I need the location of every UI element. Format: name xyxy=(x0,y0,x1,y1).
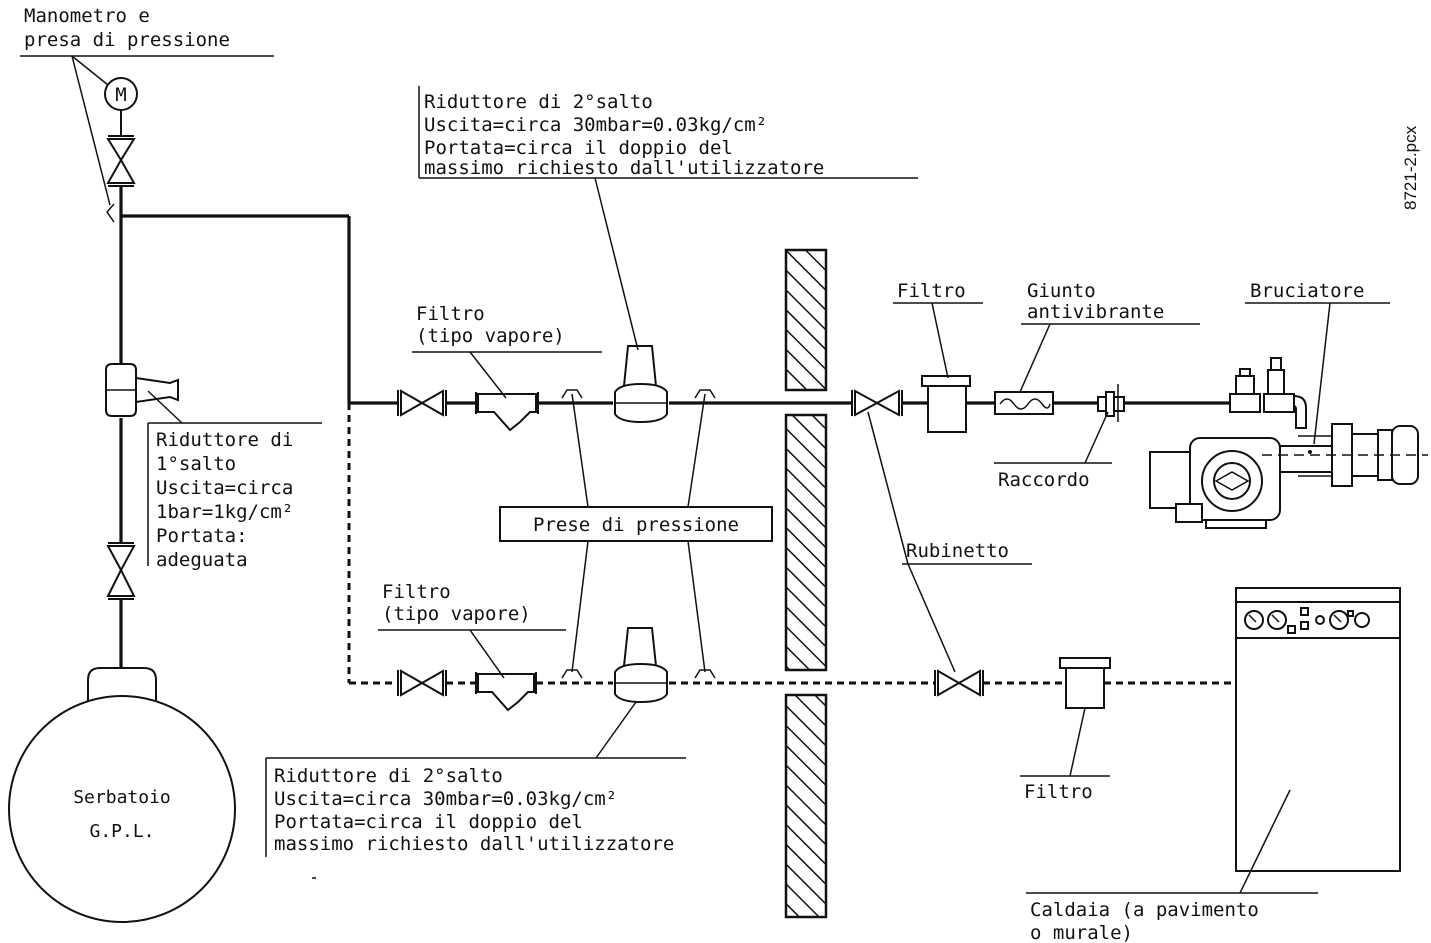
joint-label-line2: antivibrante xyxy=(1027,301,1164,323)
pressure-tap-leader-1 xyxy=(571,393,589,508)
rid2-bottom-label-line3: Portata=circa il doppio del xyxy=(274,811,583,833)
top-steam-filter-label-line2: (tipo vapore) xyxy=(416,325,565,347)
rid2-bottom-label-line4: massimo richiesto dall'utilizzatore xyxy=(274,833,674,855)
rid2-top-label-line2: Uscita=circa 30mbar=0.03kg/cm² xyxy=(424,114,767,136)
fitting-label: Raccordo xyxy=(998,469,1090,491)
rid2-top-label-line4: massimo richiesto dall'utilizzatore xyxy=(424,157,824,179)
burner-leader xyxy=(1313,302,1331,445)
fitting-leader xyxy=(1084,411,1109,464)
manometer-label-line1: Manometro e xyxy=(24,5,150,27)
top-second-stage-regulator-icon xyxy=(614,345,668,424)
manometer-pressure-tap xyxy=(106,203,115,223)
riser-pipe xyxy=(119,186,351,668)
manometer-label-line2: presa di pressione xyxy=(24,29,230,51)
pressure-taps-label: Prese di pressione xyxy=(533,514,739,536)
rid2-bottom-label-line2: Uscita=circa 30mbar=0.03kg/cm² xyxy=(274,788,617,810)
boiler-label-line2: o murale) xyxy=(1030,922,1133,943)
burner-filter-label: Filtro xyxy=(897,280,966,302)
file-name-label: 8721-2.pcx xyxy=(1401,125,1420,210)
bottom-steam-filter-leader xyxy=(469,629,505,679)
joint-label-line1: Giunto xyxy=(1027,280,1096,302)
top-steam-filter-icon xyxy=(475,392,539,432)
tap-label: Rubinetto xyxy=(906,540,1009,562)
tank-label-line2: G.P.L. xyxy=(89,821,154,842)
fitting-icon xyxy=(1097,384,1125,422)
boiler-filter-leader xyxy=(1069,707,1086,777)
center-mark xyxy=(1308,450,1312,454)
top-steam-filter-leader xyxy=(469,351,507,399)
bottom-valve-icon xyxy=(397,669,447,697)
joint-leader xyxy=(1019,323,1051,393)
top-steam-filter-label-line1: Filtro xyxy=(416,303,485,325)
bottom-second-stage-regulator-icon xyxy=(614,627,668,704)
burner-valve-icon xyxy=(851,389,903,417)
boiler-icon xyxy=(1235,587,1401,872)
tank-valve-icon xyxy=(106,542,136,600)
boiler-filter-label: Filtro xyxy=(1024,781,1093,803)
burner-icon xyxy=(1149,357,1428,529)
wall-hatched xyxy=(784,248,828,919)
pressure-tap-leader-4 xyxy=(687,540,706,673)
boiler-leader xyxy=(1239,789,1291,894)
rid2-bottom-label-line1: Riduttore di 2°salto xyxy=(274,765,503,787)
lpg-tank xyxy=(8,667,236,923)
rid2-top-label-line1: Riduttore di 2°salto xyxy=(424,91,653,113)
rid2-top-label-line3: Portata=circa il doppio del xyxy=(424,137,733,159)
bottom-pipe xyxy=(347,403,1236,685)
boiler-filter-icon xyxy=(1059,657,1111,709)
top-pressure-tap-1 xyxy=(561,389,583,399)
burner-filter-leader xyxy=(931,302,949,379)
manometer-leader-1 xyxy=(71,55,109,86)
bottom-steam-filter-label-line1: Filtro xyxy=(382,581,451,603)
burner-filter-icon xyxy=(921,375,971,433)
top-valve-icon xyxy=(397,389,447,417)
tank-label-line1: Serbatoio xyxy=(73,787,171,808)
top-pressure-tap-2 xyxy=(694,389,716,399)
boiler-label-line1: Caldaia (a pavimento xyxy=(1030,899,1259,921)
manometer-symbol: M xyxy=(115,84,126,106)
rid1-leader xyxy=(147,390,183,424)
first-stage-regulator-icon xyxy=(105,363,179,417)
rid2-bottom-leader xyxy=(595,701,637,759)
tap-leader-top xyxy=(867,411,909,565)
burner-label: Bruciatore xyxy=(1250,280,1364,302)
boiler-valve-icon xyxy=(934,669,984,697)
rid1-label-line6: adeguata xyxy=(156,549,248,571)
bottom-steam-filter-label-line2: (tipo vapore) xyxy=(382,603,531,625)
pressure-taps-label-box xyxy=(499,506,773,542)
manometer-valve-icon xyxy=(106,110,136,187)
manometer-icon: M xyxy=(104,77,138,111)
rid1-label-line4: 1bar=1kg/cm² xyxy=(156,501,293,523)
anti-vibration-joint-icon xyxy=(994,391,1054,415)
rid1-label-line2: 1°salto xyxy=(156,453,236,475)
rid1-label-line3: Uscita=circa xyxy=(156,477,293,499)
pressure-tap-leader-2 xyxy=(687,393,706,508)
tap-leader-bottom xyxy=(907,563,956,673)
rid2-top-leader xyxy=(594,177,639,351)
manometer-leader-2 xyxy=(71,55,111,206)
pressure-tap-leader-3 xyxy=(571,540,589,673)
rid1-label-line1: Riduttore di xyxy=(156,429,293,451)
rid1-label-line5: Portata: xyxy=(156,525,248,547)
bottom-steam-filter-icon xyxy=(475,672,537,712)
